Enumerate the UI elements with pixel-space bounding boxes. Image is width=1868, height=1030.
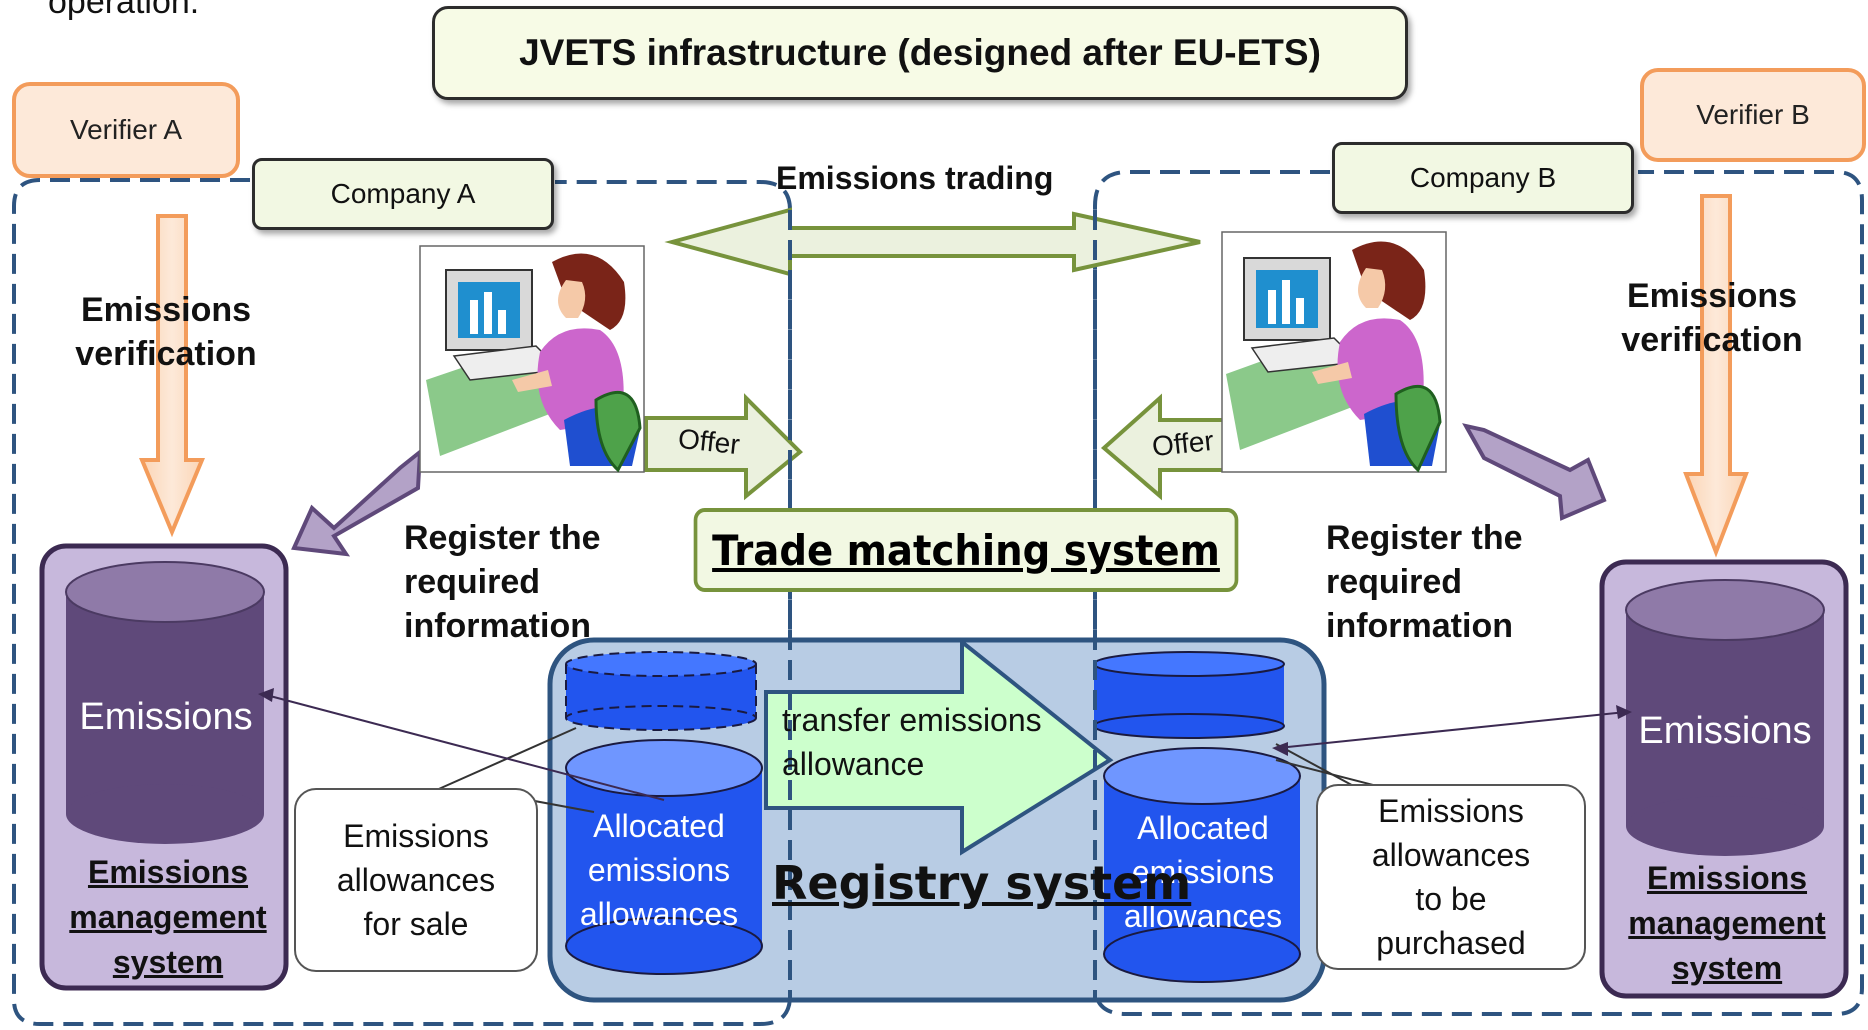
alloc-a-line2: emissions	[587, 852, 731, 888]
emissions-verification-label-a: Emissions verification	[52, 288, 280, 376]
verification-b-line1: Emissions	[1626, 277, 1798, 315]
emissions-verification-label-b: Emissions verification	[1596, 274, 1828, 362]
transfer-line2: allowance	[782, 746, 925, 782]
purchased-line3: to be	[1415, 881, 1487, 917]
register-label-b: Register the required information	[1326, 516, 1523, 648]
company-a-region	[12, 178, 792, 1026]
to-be-purchased-callout: Emissions allowances to be purchased	[1316, 784, 1586, 970]
alloc-b-line3: allowances	[1123, 898, 1283, 934]
operator-illustration-b	[1221, 231, 1447, 473]
registry-system-label: Registry system	[772, 856, 1192, 910]
ems-b-line2: management	[1628, 905, 1826, 941]
for-sale-callout: Emissions allowances for sale	[294, 788, 538, 972]
ems-label-a: Emissions management system	[46, 850, 290, 985]
ems-b-line3: system	[1671, 950, 1783, 986]
register-b-line3: information	[1326, 607, 1513, 645]
emissions-link-a-head	[258, 688, 274, 702]
ems-b-line1: Emissions	[1646, 860, 1808, 896]
register-b-line1: Register the	[1326, 519, 1523, 557]
operator-illustration-a	[419, 245, 645, 473]
transfer-line1: transfer emissions	[782, 702, 1042, 738]
emissions-trading-arrow	[664, 207, 1201, 277]
diagram-title: JVETS infrastructure (designed after EU-…	[432, 6, 1408, 100]
company-b-label: Company B	[1332, 142, 1634, 214]
verifier-b: Verifier B	[1640, 68, 1866, 162]
verification-arrow-b	[1683, 194, 1749, 558]
verification-b-line2: verification	[1621, 321, 1803, 359]
allocated-allowances-db-a	[565, 739, 763, 975]
emissions-database-a	[65, 561, 265, 844]
verification-a-line2: verification	[75, 335, 257, 373]
transfer-arrow	[764, 637, 1114, 856]
allocated-label-a: Allocated emissions allowances	[560, 804, 758, 936]
offer-arrow-a	[644, 393, 803, 501]
verification-arrow-a	[139, 214, 205, 538]
verification-a-line1: Emissions	[80, 291, 252, 329]
emissions-link-b-head-2	[1272, 742, 1288, 756]
allocated-allowances-db-b	[1103, 747, 1301, 983]
emissions-label-a: Emissions	[79, 696, 253, 738]
offer-label-b: Offer	[1150, 424, 1216, 463]
top-text-fragment: operation.	[48, 0, 200, 21]
register-label-a: Register the required information	[404, 516, 601, 648]
emissions-label-b: Emissions	[1638, 710, 1812, 752]
allowances-for-sale-db	[565, 651, 757, 731]
for-sale-line1: Emissions	[343, 818, 489, 854]
transfer-label: transfer emissions allowance	[782, 698, 1042, 786]
register-a-line3: information	[404, 607, 591, 645]
purchased-line2: allowances	[1371, 837, 1531, 873]
ems-label-b: Emissions management system	[1602, 856, 1852, 991]
allocated-label-b: Allocated emissions allowances	[1104, 806, 1302, 938]
offer-label-a: Offer	[676, 422, 742, 461]
for-sale-line3: for sale	[363, 906, 469, 942]
trade-matching-system: Trade matching system	[693, 508, 1239, 592]
emissions-link-b-head-1	[1616, 705, 1632, 719]
register-a-line2: required	[404, 563, 541, 601]
for-sale-connector-1	[431, 727, 577, 793]
ems-a-line1: Emissions	[87, 854, 249, 890]
alloc-a-line1: Allocated	[593, 808, 725, 844]
for-sale-line2: allowances	[336, 862, 496, 898]
emissions-link-a	[269, 695, 665, 801]
register-arrow-b	[1462, 423, 1607, 521]
ems-a-line2: management	[69, 899, 267, 935]
allowances-to-purchase-db	[1093, 651, 1285, 739]
alloc-a-line3: allowances	[579, 896, 739, 932]
emissions-trading-label: Emissions trading	[776, 160, 1054, 196]
alloc-b-line1: Allocated	[1137, 810, 1269, 846]
purchased-line4: purchased	[1376, 925, 1526, 961]
register-arrow-a	[291, 447, 423, 557]
alloc-b-line2: emissions	[1131, 854, 1275, 890]
company-a-label: Company A	[252, 158, 554, 230]
register-a-line1: Register the	[404, 519, 601, 557]
purchased-line1: Emissions	[1378, 793, 1524, 829]
register-b-line2: required	[1326, 563, 1463, 601]
ems-a-line3: system	[112, 944, 224, 980]
verifier-a: Verifier A	[12, 82, 240, 178]
emissions-database-b	[1625, 579, 1825, 856]
emissions-link-b	[1277, 711, 1627, 749]
